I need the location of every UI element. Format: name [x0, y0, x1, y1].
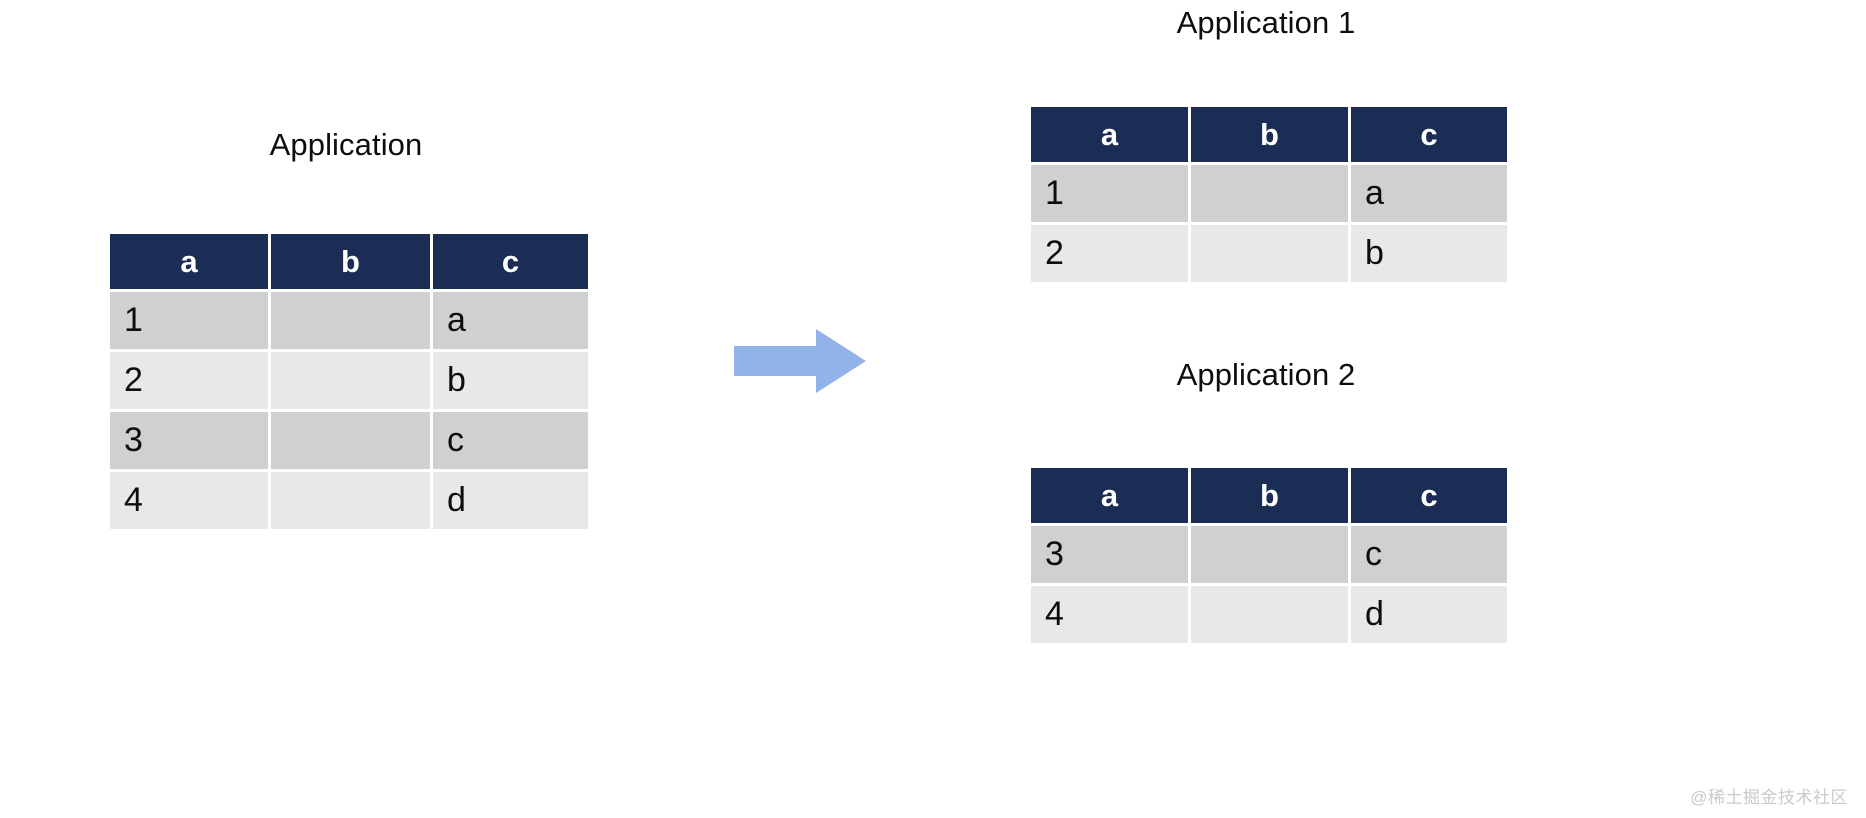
cell-b [271, 352, 430, 409]
cell-c: d [433, 472, 588, 529]
cell-b [1191, 526, 1348, 583]
cell-b [271, 412, 430, 469]
cell-c: b [433, 352, 588, 409]
column-header-a: a [110, 234, 268, 289]
destination-table-1-title: Application 1 [1176, 5, 1356, 40]
cell-a: 1 [1031, 165, 1188, 222]
cell-a: 2 [110, 352, 268, 409]
watermark-text: @稀土掘金技术社区 [1690, 788, 1848, 807]
column-header-b: b [271, 234, 430, 289]
cell-a: 2 [1031, 225, 1188, 282]
cell-a: 3 [1031, 526, 1188, 583]
table-row: 4 d [110, 472, 588, 529]
cell-b [271, 292, 430, 349]
cell-c: c [433, 412, 588, 469]
cell-c: a [433, 292, 588, 349]
column-header-c: c [1351, 107, 1507, 162]
table-header-row: a b c [1031, 468, 1507, 523]
table-row: 4 d [1031, 586, 1507, 643]
cell-b [271, 472, 430, 529]
table-row: 2 b [110, 352, 588, 409]
cell-b [1191, 586, 1348, 643]
source-table-title: Application [269, 127, 423, 162]
table-header-row: a b c [110, 234, 588, 289]
destination-table-2: a b c 3 c 4 d [1028, 465, 1510, 646]
column-header-b: b [1191, 468, 1348, 523]
cell-b [1191, 225, 1348, 282]
column-header-c: c [433, 234, 588, 289]
cell-b [1191, 165, 1348, 222]
column-header-a: a [1031, 107, 1188, 162]
cell-c: a [1351, 165, 1507, 222]
cell-a: 4 [1031, 586, 1188, 643]
source-table: a b c 1 a 2 b 3 c 4 [107, 231, 591, 532]
table-row: 2 b [1031, 225, 1507, 282]
cell-a: 1 [110, 292, 268, 349]
cell-c: d [1351, 586, 1507, 643]
arrow-right-icon [734, 329, 866, 393]
table-header-row: a b c [1031, 107, 1507, 162]
column-header-a: a [1031, 468, 1188, 523]
cell-a: 3 [110, 412, 268, 469]
cell-c: c [1351, 526, 1507, 583]
table-row: 3 c [1031, 526, 1507, 583]
cell-a: 4 [110, 472, 268, 529]
table-row: 3 c [110, 412, 588, 469]
destination-table-1: a b c 1 a 2 b [1028, 104, 1510, 285]
column-header-b: b [1191, 107, 1348, 162]
table-row: 1 a [110, 292, 588, 349]
table-row: 1 a [1031, 165, 1507, 222]
column-header-c: c [1351, 468, 1507, 523]
cell-c: b [1351, 225, 1507, 282]
destination-table-2-title: Application 2 [1176, 357, 1356, 392]
